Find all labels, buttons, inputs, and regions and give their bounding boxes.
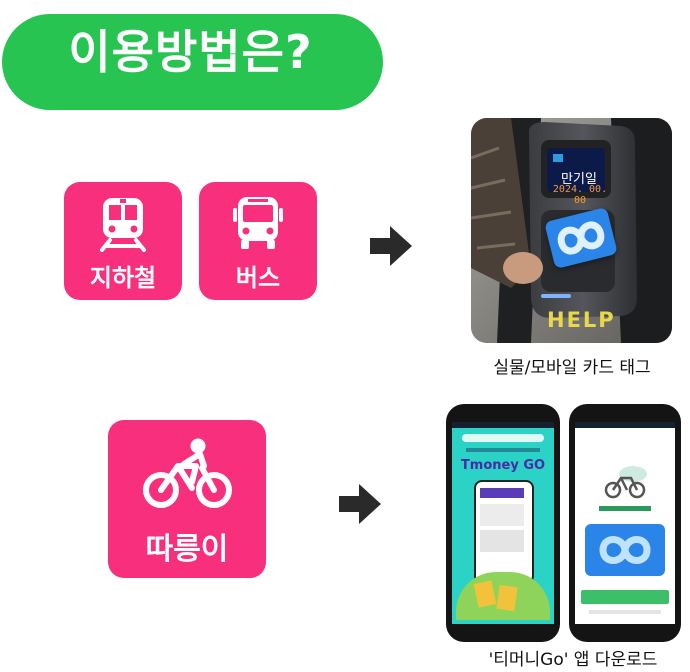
- infinity-logo-icon: [599, 536, 651, 564]
- infinity-logo-icon: [557, 221, 605, 255]
- bus-icon: [233, 197, 283, 249]
- confirm-button[interactable]: [581, 590, 669, 604]
- eco-transport-screen: [575, 422, 675, 624]
- subway-label: 지하철: [89, 264, 157, 292]
- help-label: HELP: [547, 308, 616, 332]
- arrow-right-icon: [370, 226, 412, 266]
- reader-caption: 실물/모바일 카드 태그: [493, 358, 651, 378]
- bus-tile: 버스: [199, 182, 317, 300]
- bike-tile: 따릉이: [108, 420, 266, 578]
- phone-left: Tmoney GO: [446, 404, 560, 642]
- bicycle-icon: [143, 438, 232, 508]
- subway-icon: [100, 198, 146, 252]
- reader-illustration: [471, 118, 672, 343]
- reader-screen-title: 만기일: [561, 172, 597, 187]
- tmoney-card: [585, 524, 665, 576]
- card-illustration: [544, 206, 618, 270]
- bicycle-icon: [604, 466, 647, 499]
- subway-tile: 지하철: [64, 182, 182, 300]
- card-reader-photo: 만기일 2024. 00. 00 HELP: [471, 118, 672, 343]
- reader-screen-date: 2024. 00. 00: [552, 184, 608, 206]
- phone-right: [569, 404, 681, 642]
- tmoney-app-screen: Tmoney GO: [452, 422, 554, 624]
- arrow-right-icon: [339, 484, 381, 524]
- bike-label: 따릉이: [145, 532, 229, 567]
- app-caption: '티머니Go' 앱 다운로드: [488, 650, 658, 670]
- bus-label: 버스: [235, 264, 281, 292]
- tmoney-go-logo: Tmoney GO: [460, 458, 546, 473]
- page-title: 이용방법은?: [68, 25, 313, 79]
- speech-bubble: [2, 14, 383, 110]
